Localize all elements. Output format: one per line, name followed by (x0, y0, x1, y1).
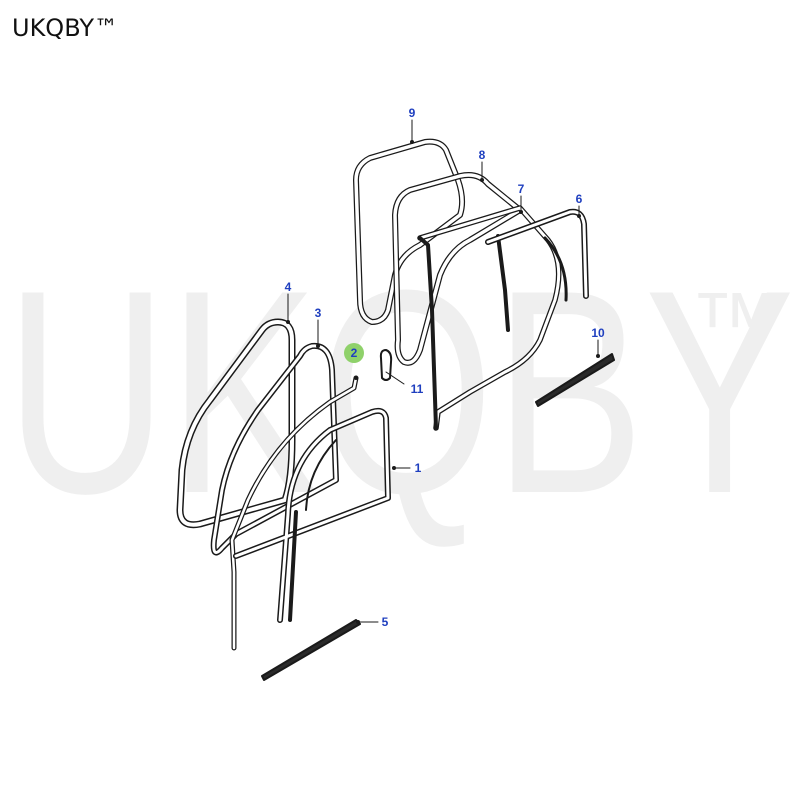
callout-7: 7 (518, 182, 525, 196)
leader-dots (286, 140, 600, 624)
callout-9: 9 (409, 106, 416, 120)
callout-3: 3 (315, 306, 322, 320)
part-1-frame (233, 407, 391, 623)
svg-text:UKQBY: UKQBY (5, 230, 795, 554)
callout-1: 1 (415, 461, 422, 475)
part-4-seal (176, 318, 296, 529)
callout-2-highlight (344, 343, 364, 363)
callout-2: 2 (351, 346, 358, 360)
svg-text:™: ™ (690, 275, 780, 375)
part-5-strip (261, 619, 361, 681)
brand-logo-text: UKQBY™ (12, 14, 119, 42)
part-2-connector (229, 375, 359, 651)
part-3-seal (210, 342, 339, 556)
callout-6: 6 (576, 192, 583, 206)
callout-5: 5 (382, 615, 389, 629)
callout-11: 11 (411, 382, 424, 396)
callout-8: 8 (479, 148, 486, 162)
part-8-seal (392, 172, 523, 366)
part-10-strip (535, 353, 615, 407)
part-11-clip (379, 349, 405, 385)
callout-10: 10 (591, 326, 605, 340)
callout-4: 4 (285, 280, 292, 294)
